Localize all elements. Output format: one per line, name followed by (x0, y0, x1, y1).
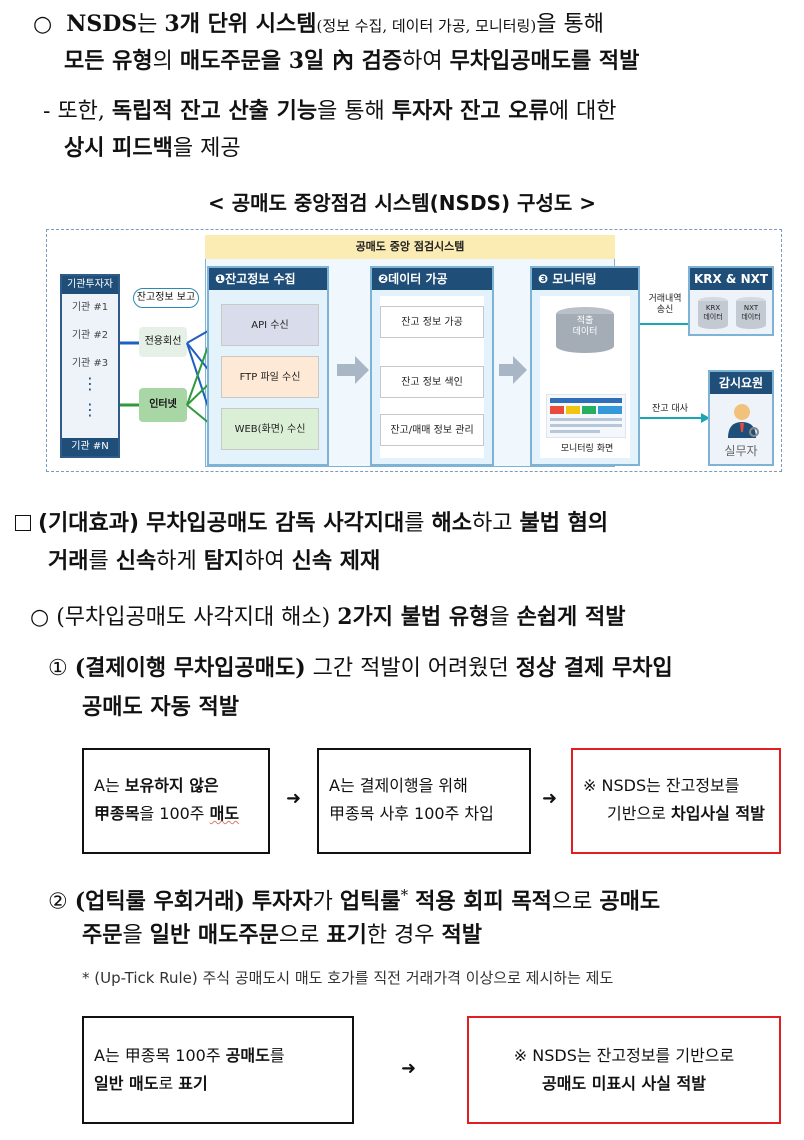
krx-database-icon (698, 297, 728, 329)
item2-line-1: ② (업틱룰 우회거래) 투자자가 업틱룰* 적용 회피 목적으로 공매도 (48, 886, 661, 915)
extract-data-label: 적출 데이터 (572, 316, 598, 337)
balance-indexing: 잔고 정보 색인 (380, 366, 484, 398)
item1-line-1: ① (결제이행 무차입공매도) 그간 적발이 어려웠던 정상 결제 무차입 (48, 655, 673, 681)
ellipsis-icon: ⋮ (82, 374, 98, 393)
staff-box: 감시요원 실무자 (708, 370, 774, 466)
trade-send-label: 거래내역 송신 (648, 294, 682, 315)
item2-box-2: ※ NSDS는 잔고정보를 기반으로 공매도 미표시 사실 적발 (467, 1016, 781, 1124)
api-receive: API 수신 (221, 304, 319, 346)
nxt-data-label: NXT 데이터 (741, 304, 761, 321)
krx-data-label: KRX 데이터 (703, 304, 723, 321)
item1-line-2: 공매도 자동 적발 (82, 694, 239, 720)
balance-check-label: 잔고 대사 (652, 404, 688, 414)
report-label: 잔고정보 보고 (133, 288, 199, 308)
checkbox-square-icon (15, 515, 31, 531)
database-icon (556, 307, 614, 353)
number-1-icon: ❶ (215, 272, 226, 286)
channel-leased-line: 전용회선 (139, 327, 187, 357)
footnote: * (Up-Tick Rule) 주식 공매도시 매도 호가를 직전 거래가격 … (82, 969, 614, 987)
institutions-head: 기관투자자 (62, 276, 118, 294)
section-line-2: 거래를 신속하게 탐지하여 신속 제재 (48, 548, 381, 574)
ftp-receive: FTP 파일 수신 (221, 356, 319, 398)
nxt-database-icon (736, 297, 766, 329)
bullet-circle: ○ (30, 605, 50, 630)
nsds-diagram: 공매도 중앙 점검시스템 기관투자자 기관 #1 기관 #2 기관 #3 ⋮ ⋮… (46, 229, 782, 472)
diagram-caption: < 공매도 중앙점검 시스템(NSDS) 구성도 > (208, 191, 596, 215)
institution-item: 기관 #3 (71, 358, 109, 369)
number-3-icon: ❸ (538, 272, 549, 286)
intro-line-4: 상시 피드백을 제공 (64, 135, 241, 161)
item1-box-1: A는 보유하지 않은 甲종목을 100주 매도 (82, 748, 270, 854)
krx-nxt-head: KRX & NXT (690, 268, 772, 290)
item1-box-3: ※ NSDS는 잔고정보를 기반으로 차입사실 적발 (571, 748, 781, 854)
circled-one-icon: ① (48, 656, 68, 681)
number-2-icon: ❷ (378, 272, 389, 286)
panel-monitor: ❸ 모니터링 적출 데이터 모니터링 화면 (530, 266, 640, 466)
institution-item: 기관 #2 (71, 330, 109, 341)
channel-internet: 인터넷 (139, 388, 187, 422)
krx-nxt-box: KRX & NXT KRX 데이터 NXT 데이터 (688, 266, 774, 336)
diagram-title: 공매도 중앙 점검시스템 (205, 235, 615, 259)
sub-line: ○ (무차입공매도 사각지대 해소) 2가지 불법 유형을 손쉽게 적발 (30, 604, 626, 630)
institutions-box: 기관투자자 기관 #1 기관 #2 기관 #3 ⋮ ⋮ 기관 #N (60, 274, 120, 458)
item1-box-2: A는 결제이행을 위해 甲종목 사후 100주 차입 (317, 748, 531, 854)
panel-process-head: ❷데이터 가공 (372, 268, 492, 290)
arrow-right-icon: ➜ (401, 1058, 417, 1079)
panel-monitor-head: ❸ 모니터링 (532, 268, 638, 290)
web-receive: WEB(화면) 수신 (221, 408, 319, 450)
person-icon (728, 404, 759, 438)
circled-two-icon: ② (48, 889, 68, 915)
ellipsis-icon: ⋮ (82, 400, 98, 419)
balance-trade-mgmt: 잔고/매매 정보 관리 (380, 414, 484, 446)
section-line-1: (기대효과) 무차입공매도 감독 사각지대를 해소하고 불법 혐의 (15, 508, 608, 539)
monitor-screen-label: 모니터링 화면 (560, 444, 614, 454)
arrow-right-icon: ➜ (542, 788, 558, 809)
item2-box-1: A는 甲종목 100주 공매도를 일반 매도로 표기 (82, 1016, 354, 1124)
staff-head: 감시요원 (710, 372, 772, 394)
bullet-circle: ○ (33, 12, 53, 37)
arrow-right-icon: ➜ (286, 788, 302, 809)
panel-process: ❷데이터 가공 잔고 정보 가공 잔고 정보 색인 잔고/매매 정보 관리 (370, 266, 494, 466)
institution-item: 기관 #1 (71, 302, 109, 313)
intro-line-3: - 또한, 독립적 잔고 산출 기능을 통해 투자자 잔고 오류에 대한 (43, 98, 617, 124)
bullet-dash: - (43, 99, 51, 124)
monitor-screen-icon (546, 394, 626, 438)
staff-label: 실무자 (724, 444, 758, 458)
panel-collect: ❶잔고정보 수집 API 수신 FTP 파일 수신 WEB(화면) 수신 (207, 266, 329, 466)
institutions-foot: 기관 #N (62, 438, 118, 456)
panel-collect-head: ❶잔고정보 수집 (209, 268, 327, 290)
intro-line-1: ○ NSDS는 3개 단위 시스템(정보 수집, 데이터 가공, 모니터링)을 … (33, 11, 604, 37)
balance-processing: 잔고 정보 가공 (380, 306, 484, 338)
item2-line-2: 주문을 일반 매도주문으로 표기한 경우 적발 (82, 922, 483, 948)
intro-line-2: 모든 유형의 매도주문을 3일 內 검증하여 무차입공매도를 적발 (64, 48, 640, 74)
